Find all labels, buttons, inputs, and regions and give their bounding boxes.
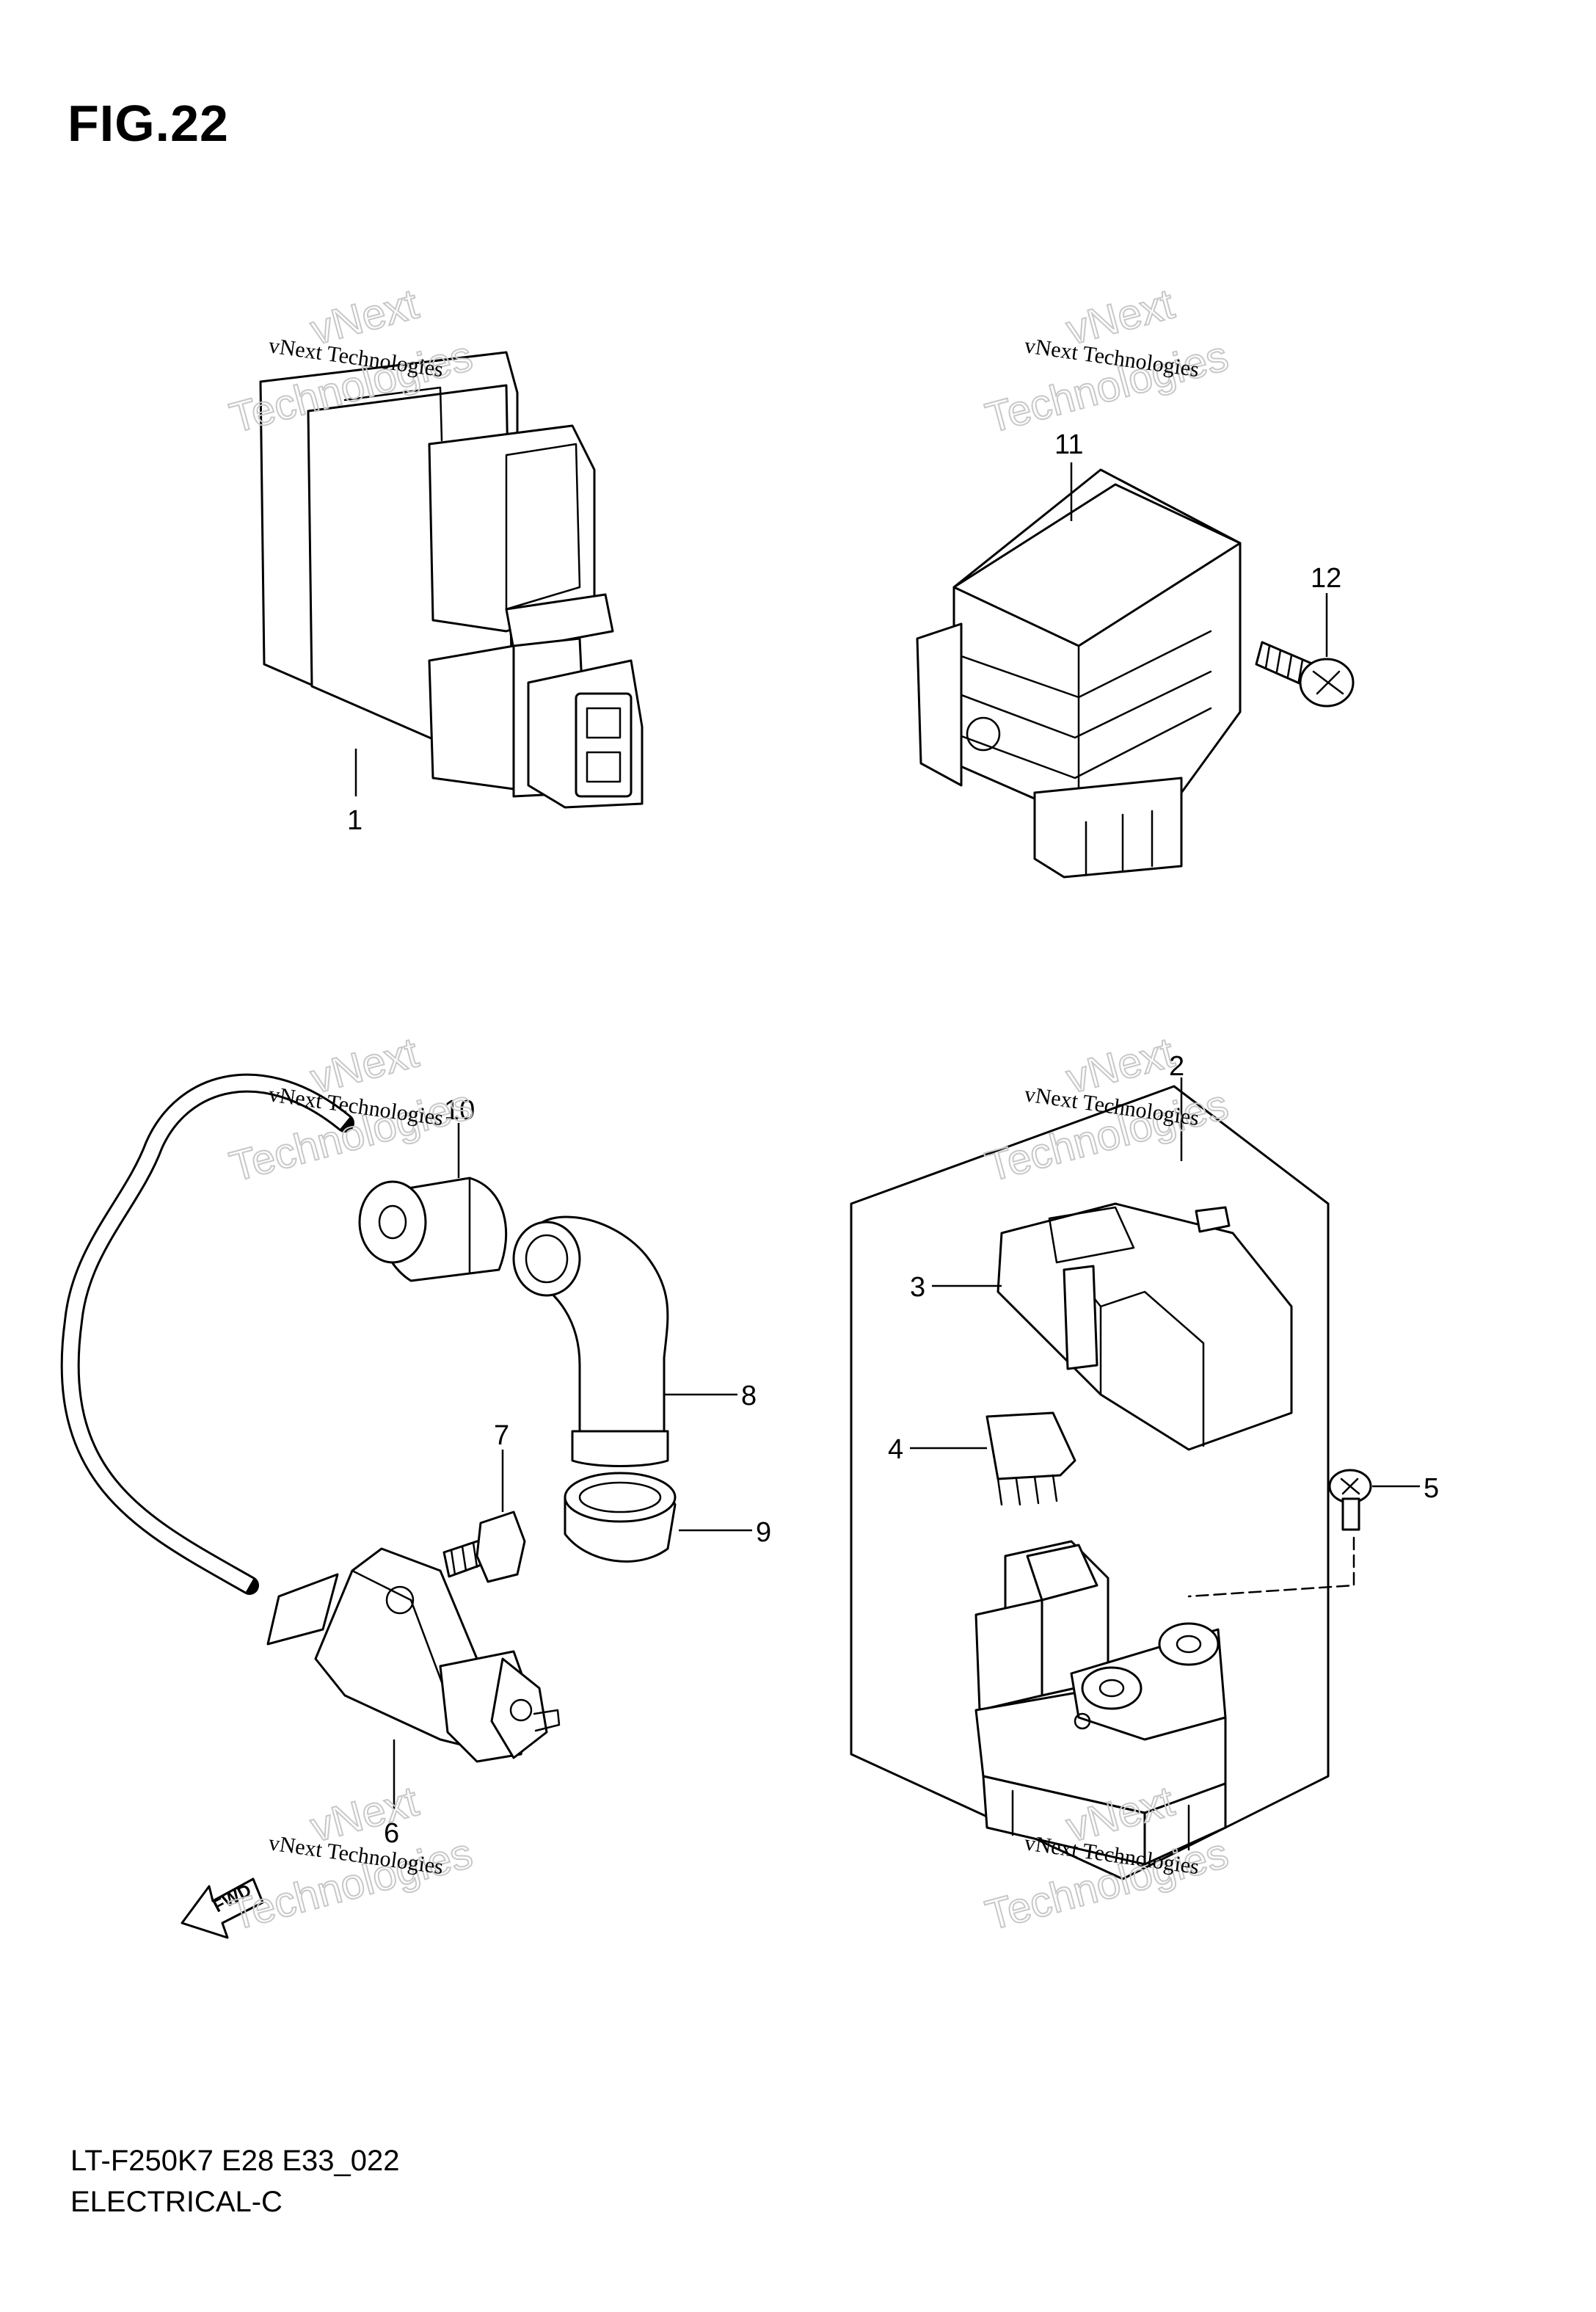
regulator-part-11[interactable] — [916, 462, 1242, 879]
plug-cap-part-8[interactable] — [512, 1215, 737, 1467]
callout-2: 2 — [1169, 1051, 1184, 1082]
watermark-5: vNext Technologies vNext Technologies — [225, 1776, 478, 1940]
relay-cover-part-3[interactable] — [932, 1202, 1293, 1451]
callout-6: 6 — [384, 1818, 399, 1849]
callout-10: 10 — [444, 1095, 475, 1126]
cdi-unit-part-1[interactable] — [259, 351, 644, 809]
figure-section: ELECTRICAL-C — [70, 2186, 283, 2218]
callout-12: 12 — [1311, 563, 1341, 594]
starter-relay-body — [974, 1540, 1227, 1866]
cap-seal-part-10[interactable] — [358, 1123, 508, 1282]
figure-title: FIG.22 — [68, 95, 229, 152]
boot-ring-part-9[interactable] — [564, 1472, 752, 1563]
relay-screw-part-5[interactable] — [1187, 1469, 1420, 1598]
callout-1: 1 — [347, 805, 362, 836]
callout-3: 3 — [910, 1272, 925, 1303]
callout-7: 7 — [494, 1420, 509, 1451]
screw-part-12[interactable] — [1255, 593, 1355, 708]
callout-9: 9 — [756, 1517, 771, 1548]
bolt-part-7[interactable] — [442, 1450, 526, 1583]
watermark-4: vNext Technologies vNext Technologies — [980, 1028, 1234, 1191]
watermark-2: vNext Technologies vNext Technologies — [980, 279, 1234, 443]
callout-4: 4 — [888, 1434, 903, 1465]
fuse-part-4[interactable] — [910, 1411, 1076, 1506]
high-tension-cord — [60, 1073, 354, 1595]
starter-relay-assembly-part-2[interactable] — [850, 1077, 1330, 1880]
callout-11: 11 — [1054, 429, 1083, 460]
callout-5: 5 — [1424, 1473, 1439, 1504]
ignition-coil-part-6[interactable] — [266, 1547, 561, 1809]
callout-8: 8 — [741, 1381, 757, 1411]
watermark-3: vNext Technologies vNext Technologies — [225, 1028, 478, 1191]
figure-code: LT-F250K7 E28 E33_022 — [70, 2145, 400, 2177]
